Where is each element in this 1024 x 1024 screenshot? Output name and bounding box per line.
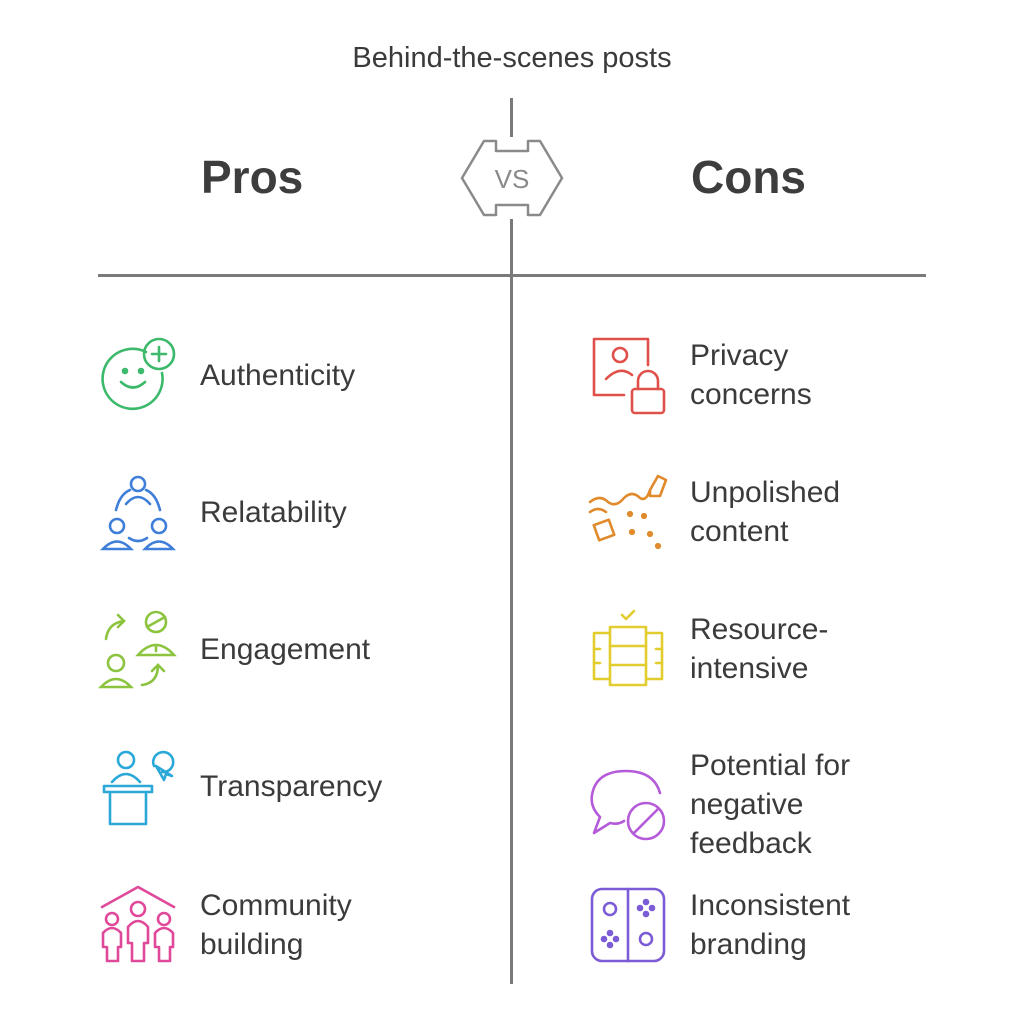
pro-label: Authenticity <box>200 358 356 392</box>
pro-label: Engagement <box>200 632 371 666</box>
con-label: Unpolished content <box>690 476 841 548</box>
con-item-resource-intensive: Resource- intensive <box>588 609 910 689</box>
con-label: Resource- intensive <box>690 613 829 685</box>
pro-item-transparency: Transparency <box>98 746 420 826</box>
diagram-title: Behind-the-scenes posts <box>352 42 672 74</box>
family-house-icon <box>98 885 178 965</box>
vs-badge: VS <box>460 137 564 219</box>
pro-label: Transparency <box>200 769 383 803</box>
presenter-icon <box>98 746 178 826</box>
vs-label: VS <box>495 164 530 194</box>
pro-item-engagement: Engagement <box>98 609 420 689</box>
pro-item-authenticity: Authenticity <box>98 335 420 415</box>
user-lock-icon <box>588 335 668 415</box>
game-controller-icon <box>588 885 668 965</box>
pros-heading: Pros <box>201 151 304 203</box>
con-label: Privacy concerns <box>690 339 812 411</box>
smile-plus-icon <box>98 335 178 415</box>
pro-label: Community building <box>200 889 352 961</box>
con-item-inconsistent-branding: Inconsistent branding <box>588 885 910 965</box>
pro-item-community-building: Community building <box>98 885 420 965</box>
con-label: Potential for negative feedback <box>690 749 851 860</box>
con-item-unpolished-content: Unpolished content <box>588 472 910 552</box>
con-item-negative-feedback: Potential for negative feedback <box>588 746 910 863</box>
con-item-privacy-concerns: Privacy concerns <box>588 335 910 415</box>
pro-label: Relatability <box>200 495 347 529</box>
pro-item-relatability: Relatability <box>98 472 420 552</box>
broken-chip-icon <box>588 472 668 552</box>
people-circle-icon <box>98 472 178 552</box>
chat-blocked-icon <box>588 765 668 845</box>
server-stack-icon <box>588 609 668 689</box>
cons-heading: Cons <box>691 151 806 203</box>
people-exchange-icon <box>98 609 178 689</box>
header-divider <box>98 274 926 277</box>
con-label: Inconsistent branding <box>690 889 851 961</box>
center-divider <box>510 98 513 984</box>
